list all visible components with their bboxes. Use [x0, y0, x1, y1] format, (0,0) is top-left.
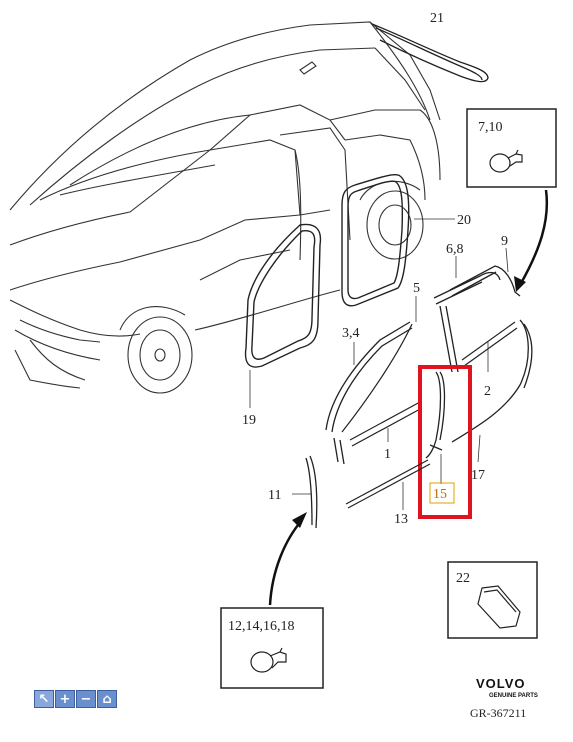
callout-11: 11 — [268, 488, 281, 503]
zoom-in-button[interactable]: + — [55, 690, 75, 708]
part-13-strip — [345, 459, 431, 509]
home-icon: ⌂ — [102, 691, 112, 707]
callout-6-8: 6,8 — [446, 242, 464, 257]
callout-22: 22 — [456, 571, 470, 586]
inset-box-7-10 — [466, 108, 557, 188]
part-2-strip — [461, 321, 518, 367]
home-button[interactable]: ⌂ — [97, 690, 117, 708]
part-3-4-window-channel — [325, 321, 413, 465]
highlight-box-15 — [418, 365, 472, 519]
callout-9: 9 — [501, 234, 508, 249]
part-17-rear-seal — [451, 319, 533, 443]
arrow-7-10 — [518, 189, 549, 286]
callout-5: 5 — [413, 281, 420, 296]
part-15-trim — [425, 371, 446, 459]
callout-12-14-16-18: 12,14,16,18 — [228, 619, 295, 634]
callout-17: 17 — [471, 468, 485, 483]
part-5-window-channel — [341, 323, 413, 433]
part-1-window-channel — [349, 401, 423, 447]
part-6-8-rear-frame — [433, 271, 501, 373]
callout-2: 2 — [484, 384, 491, 399]
callout-15: 15 — [433, 487, 447, 502]
callout-1: 1 — [384, 447, 391, 462]
callout-21: 21 — [430, 11, 444, 26]
inset-box-22 — [447, 561, 538, 639]
part-20-rear-door-seal — [341, 174, 410, 307]
clip-7-10-icon — [489, 149, 523, 173]
select-button[interactable]: ↖ — [34, 690, 54, 708]
callout-7-10: 7,10 — [478, 120, 503, 135]
callout-13: 13 — [394, 512, 408, 527]
inset-box-12-14-16-18 — [220, 607, 324, 689]
part-11-trim — [305, 455, 318, 529]
arrowhead-12-14-16-18 — [292, 512, 307, 528]
genuine-parts-tagline: GENUINE PARTS — [489, 693, 538, 699]
label-box-15 — [429, 482, 455, 504]
car-body-illustration — [9, 21, 441, 394]
part-22-pad-icon — [477, 585, 521, 629]
part-9-rear-frame-end — [449, 265, 521, 297]
leader-lines — [249, 218, 509, 510]
arrowhead-7-10 — [514, 276, 526, 292]
part-19-front-door-seal — [244, 223, 322, 368]
zoom-out-button[interactable]: − — [76, 690, 96, 708]
clip-12-14-16-18-icon — [250, 647, 287, 673]
zoom-in-icon: + — [59, 691, 71, 707]
select-icon: ↖ — [38, 691, 50, 707]
diagram-reference: GR-367211 — [470, 706, 526, 720]
volvo-logo: VOLVO — [476, 676, 526, 691]
callout-19: 19 — [242, 413, 256, 428]
zoom-out-icon: − — [80, 691, 92, 707]
part-21-roof-seal — [371, 23, 489, 83]
arrow-12-14-16-18 — [268, 519, 303, 606]
callout-3-4: 3,4 — [342, 326, 360, 341]
callout-20: 20 — [457, 213, 471, 228]
diagram-toolbar: ↖ + − ⌂ — [34, 690, 117, 708]
